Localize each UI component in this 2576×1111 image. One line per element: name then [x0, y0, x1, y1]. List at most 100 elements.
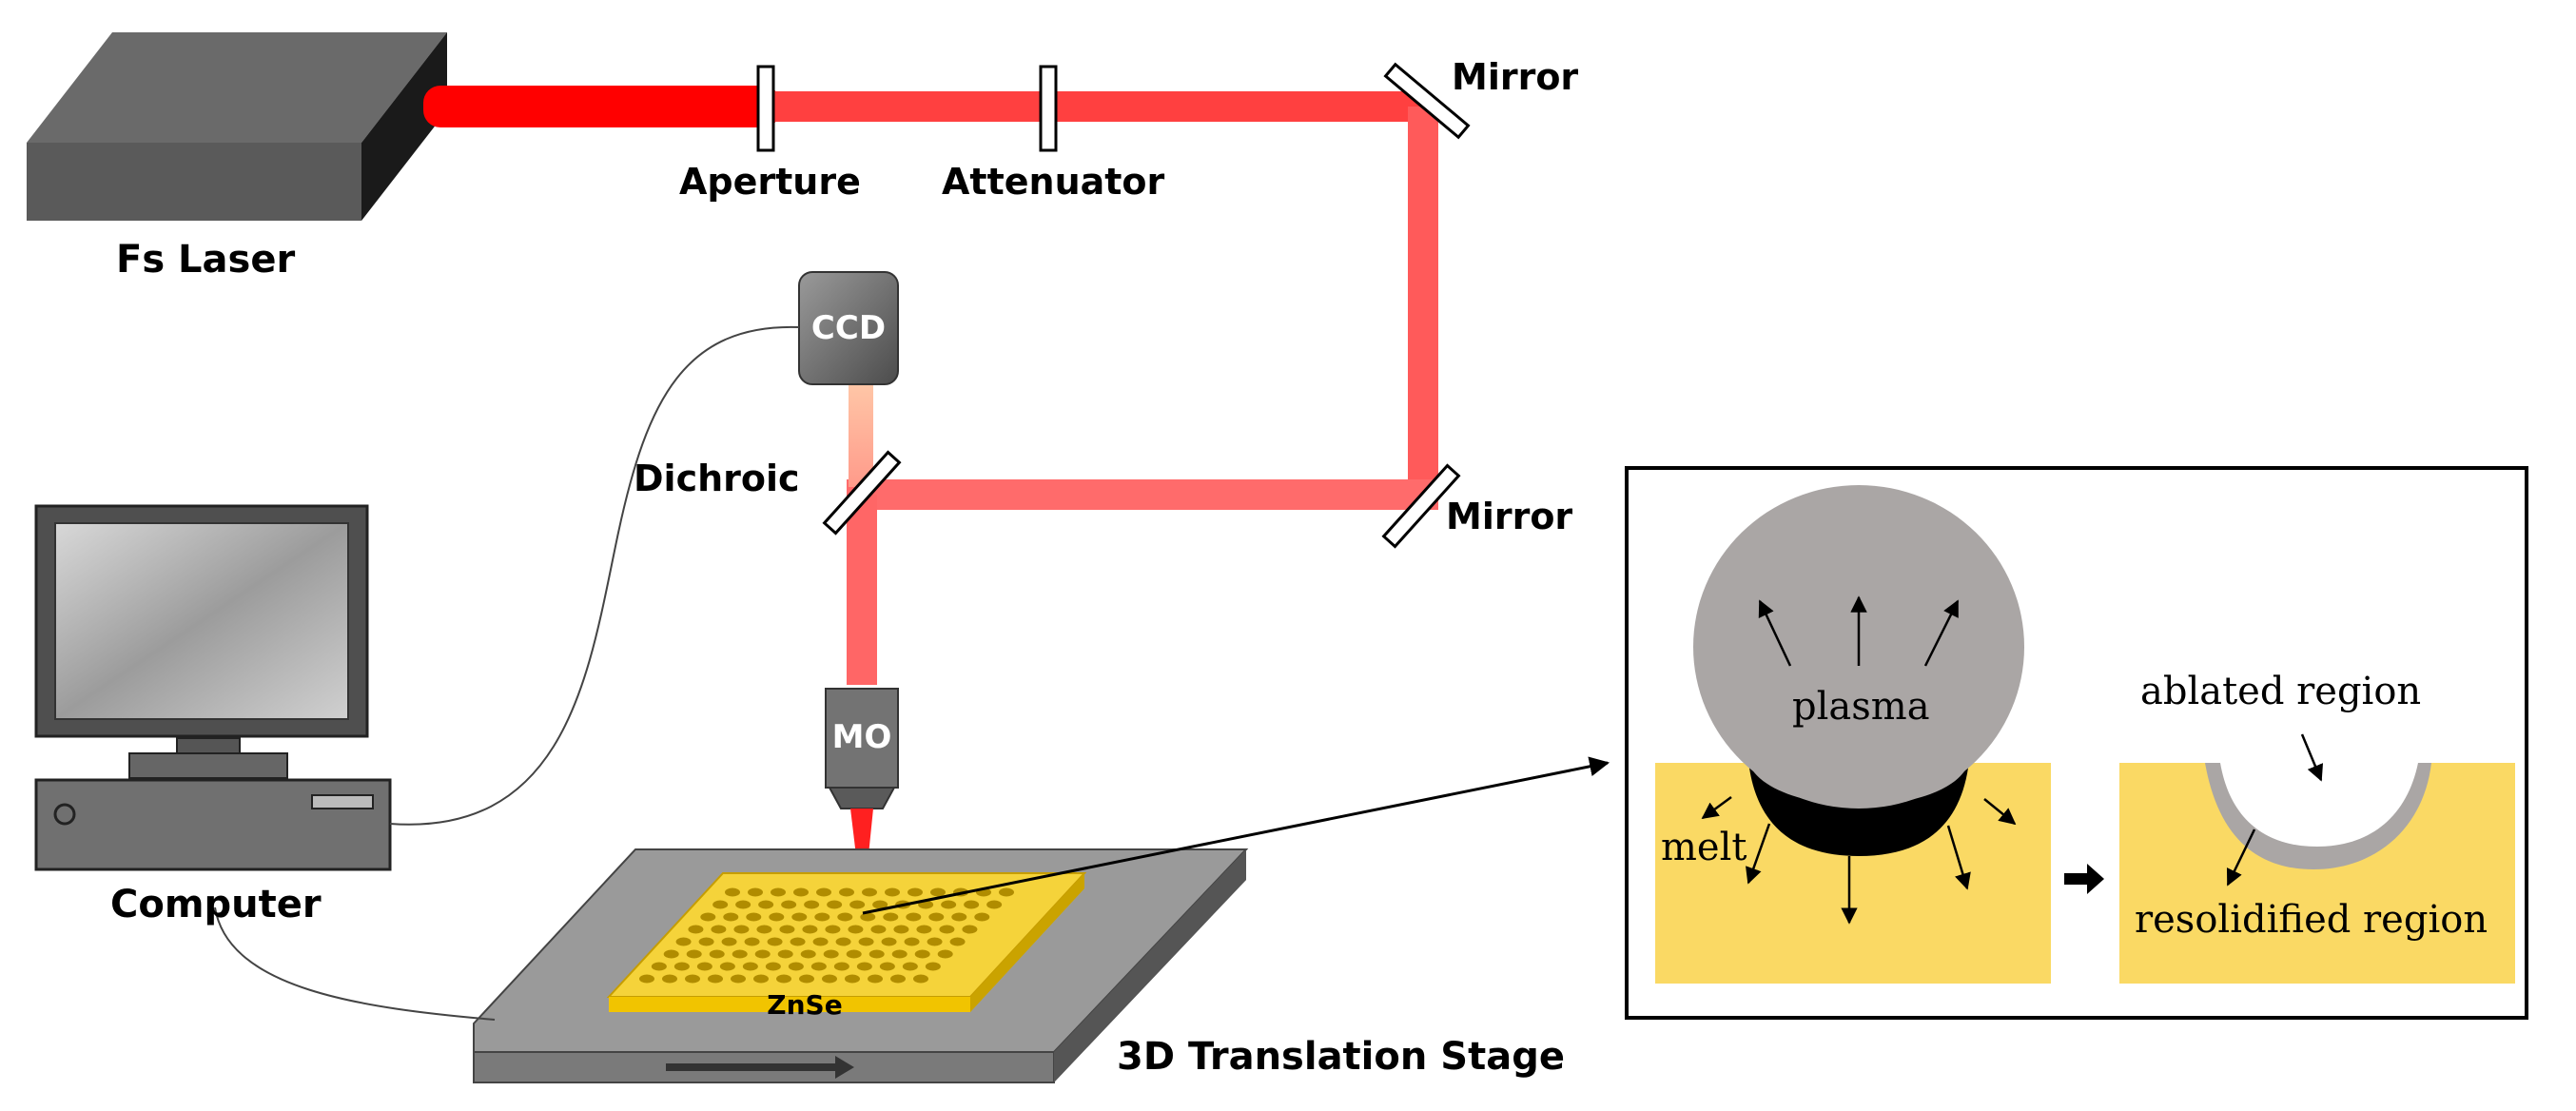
ablation-spot: [839, 887, 854, 897]
ablation-spot: [776, 974, 791, 984]
ablation-spot: [986, 900, 1003, 909]
mirror-top-label: Mirror: [1452, 56, 1578, 98]
stage-cable: [214, 906, 496, 1021]
process-arrow: [2064, 864, 2104, 894]
ablation-spot: [733, 925, 750, 934]
ablation-spot: [800, 949, 816, 959]
ablation-spot: [939, 925, 955, 934]
aperture-plate: [756, 65, 775, 152]
ablation-spot: [941, 900, 957, 909]
ablation-spot: [816, 887, 831, 897]
melt-label: melt: [1661, 826, 1747, 869]
ablation-spot: [754, 949, 771, 959]
ablation-spot: [756, 925, 772, 934]
ablated-label: ablated region: [2140, 670, 2421, 713]
ablation-spot: [858, 937, 874, 946]
ablation-spot: [845, 974, 860, 984]
ablation-spot: [673, 962, 690, 971]
attenuator-label: Attenuator: [942, 161, 1165, 203]
ablation-spot: [862, 887, 877, 897]
ablation-spot: [856, 962, 872, 971]
ablation-spots: [639, 887, 1014, 984]
ablation-spot: [723, 912, 739, 922]
ablation-spot: [788, 962, 804, 971]
ablation-spot: [779, 925, 795, 934]
ablation-spot: [837, 912, 853, 922]
ablation-spot: [769, 912, 785, 922]
ablation-spot: [639, 974, 654, 984]
ablation-spot: [732, 949, 748, 959]
ablation-spot: [708, 974, 723, 984]
ablation-spot: [881, 937, 897, 946]
computer-label: Computer: [110, 883, 322, 926]
ablation-spot: [833, 962, 849, 971]
ablation-spot: [964, 900, 980, 909]
direction-arrow: [1923, 599, 1960, 667]
fs-laser: [27, 32, 447, 221]
ablation-spot: [891, 949, 907, 959]
direction-arrow: [2226, 828, 2256, 887]
ablation-spot: [846, 949, 862, 959]
znse-label: ZnSe: [767, 989, 842, 1021]
ablation-spot: [765, 962, 781, 971]
ablation-spot: [688, 925, 704, 934]
ablation-spot: [914, 949, 930, 959]
aperture-label: Aperture: [679, 161, 861, 203]
ablation-spot: [883, 912, 899, 922]
ablation-spot: [777, 949, 793, 959]
ablation-spot: [904, 937, 920, 946]
ablation-spot: [675, 937, 692, 946]
ablation-spot: [721, 937, 737, 946]
dichroic-mirror: [822, 450, 902, 536]
ablation-spot: [742, 962, 758, 971]
direction-arrow: [1983, 798, 2017, 826]
ablation-spot: [696, 962, 712, 971]
ablation-spot: [868, 949, 885, 959]
ablation-spot: [731, 974, 746, 984]
ablation-spot: [804, 900, 820, 909]
ablation-spot: [974, 912, 990, 922]
dichroic-label: Dichroic: [634, 458, 800, 499]
ablation-spot: [927, 937, 943, 946]
ablation-spot: [725, 887, 740, 897]
ablation-spot: [907, 887, 923, 897]
ablation-spot: [930, 887, 946, 897]
ablation-spot: [711, 925, 727, 934]
ablation-spot: [812, 937, 829, 946]
ablation-spot: [758, 900, 774, 909]
ablation-spot: [872, 900, 888, 909]
ccd-cable: [389, 325, 800, 826]
ablation-spot: [849, 900, 866, 909]
ablation-spot: [870, 925, 887, 934]
ablation-spot: [767, 937, 783, 946]
ablation-spot: [744, 937, 760, 946]
ablation-spot: [962, 925, 978, 934]
ablation-spot: [823, 949, 839, 959]
ablation-spot: [906, 912, 922, 922]
ablation-spot: [735, 900, 751, 909]
ablation-spot: [893, 925, 909, 934]
ablation-spot: [835, 937, 851, 946]
attenuator-plate: [1039, 65, 1058, 152]
ablation-spot: [793, 887, 809, 897]
ccd-camera: [798, 271, 899, 385]
ablation-spot: [771, 887, 786, 897]
ablation-spot: [748, 887, 763, 897]
ablation-spot: [885, 887, 900, 897]
ablation-spot: [802, 925, 818, 934]
ablation-spot: [937, 949, 953, 959]
ablation-spot: [791, 912, 808, 922]
stage-label: 3D Translation Stage: [1117, 1035, 1565, 1079]
mirror-top: [1383, 62, 1471, 140]
ablation-spot: [663, 949, 679, 959]
ablation-spot: [799, 974, 814, 984]
ablation-spot: [790, 937, 806, 946]
ablation-spot: [810, 962, 827, 971]
direction-arrow: [1946, 825, 1971, 890]
ablation-spot: [709, 949, 725, 959]
ablation-spot: [781, 900, 797, 909]
ablation-spot: [928, 912, 945, 922]
ablation-spot: [825, 925, 841, 934]
ablation-inset: [1625, 466, 2528, 1020]
